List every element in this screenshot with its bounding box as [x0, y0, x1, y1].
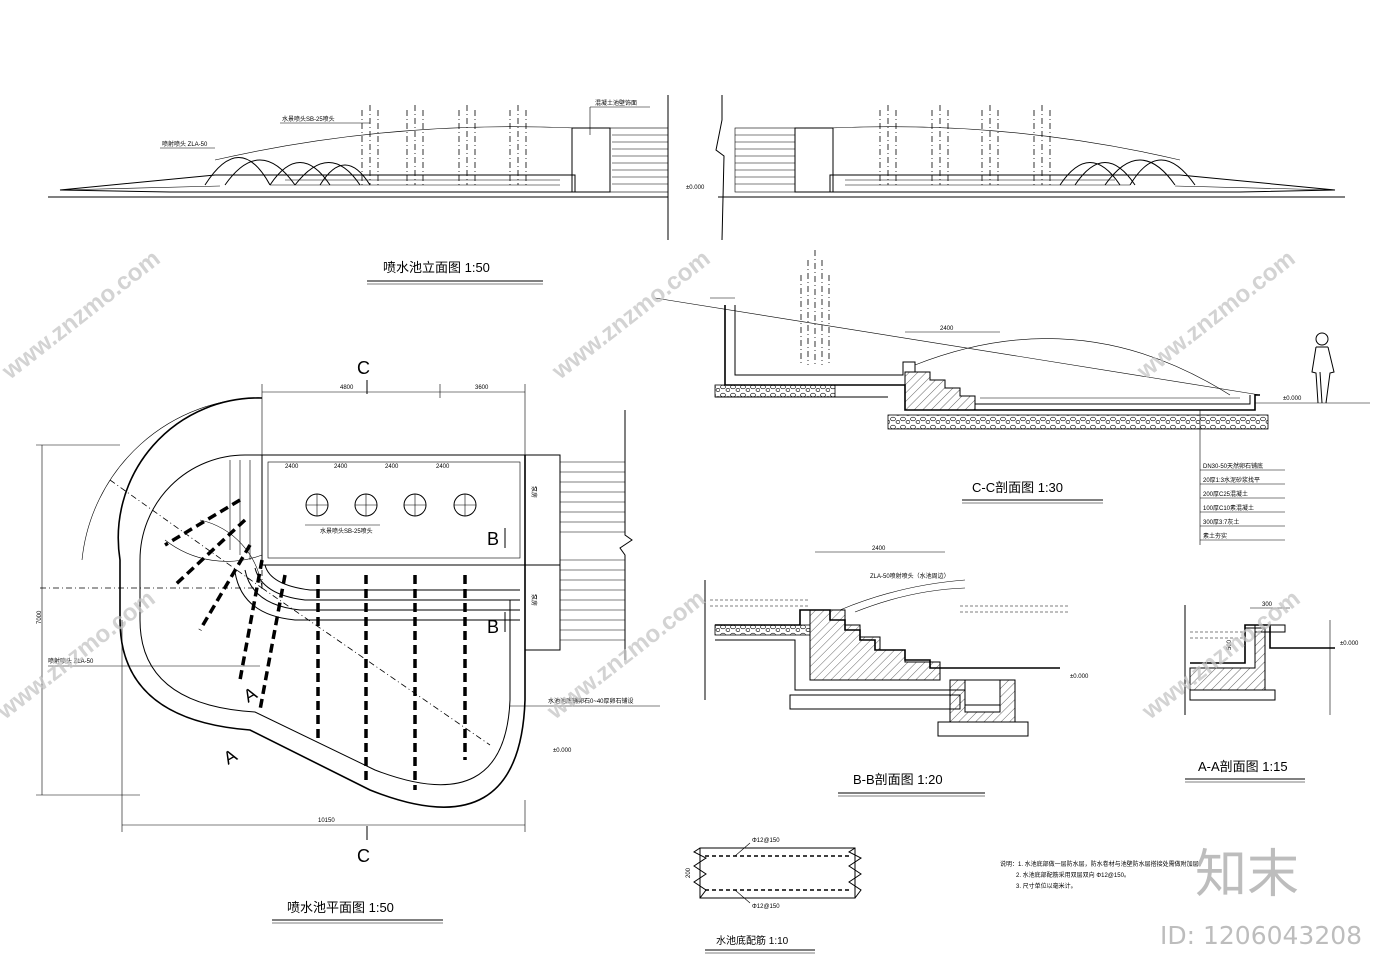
plan-title: 喷水池平面图 1:50 [287, 900, 394, 915]
elevation-wall-lines-right [735, 134, 795, 185]
watermarks: www.znzmo.com www.znzmo.com www.znzmo.co… [0, 245, 1305, 725]
plan-dim-top-right: 3600 [475, 385, 489, 391]
bb-level: ±0.000 [1070, 674, 1089, 680]
cc-layer-6: 素土夯实 [1203, 532, 1227, 540]
plan-dim-top-left: 4800 [340, 385, 354, 391]
elevation-view: 水景喷头SB-25喷头 喷射喷头 ZLA-50 混凝土池壁饰面 ±0.000 喷… [48, 95, 1345, 285]
elevation-vertical-jets-right [879, 105, 1051, 185]
elevation-level: ±0.000 [686, 185, 705, 191]
plan-section-a-top: A [240, 683, 260, 706]
plan-jet-lines [164, 498, 467, 790]
watermark-site-2: www.znzmo.com [546, 245, 715, 385]
plan-section-c-bottom: C [357, 846, 370, 866]
plan-stair-lines [560, 461, 625, 641]
plan-section-b-bottom: B [487, 617, 499, 637]
plan-room-label-2: 泵房 [530, 594, 538, 606]
plan-dim-small-4: 2400 [436, 464, 450, 470]
aa-dim-top: 300 [1262, 602, 1273, 608]
elevation-arc-jets-left [204, 157, 371, 186]
plan-section-c-top: C [357, 358, 370, 378]
plan-room-label-1: 泵房 [530, 486, 538, 498]
cc-layer-list: DN30-50天然卵石铺底 20厚1:3水泥砂浆找平 200厚C25混凝土 10… [1200, 462, 1285, 541]
elevation-wall-lines-left [612, 134, 668, 185]
plan-dim-left: 7000 [37, 610, 43, 624]
plan-dim-small-3: 2400 [385, 464, 399, 470]
elevation-title: 喷水池立面图 1:50 [383, 260, 490, 275]
plan-dim-small-1: 2400 [285, 464, 299, 470]
elevation-vertical-jets-left [361, 105, 527, 185]
bb-label: ZLA-50喷射喷头（水池周边） [870, 572, 950, 580]
plan-section-b-top: B [487, 529, 499, 549]
slab-rebar-bottom: Φ12@150 [752, 904, 780, 910]
plan-dim-bottom: 10150 [318, 818, 335, 824]
elevation-wall-label: 混凝土池壁饰面 [595, 99, 637, 107]
plan-nozzle-label: 水景喷头SB-25喷头 [320, 527, 373, 535]
section-bb-view: 2400 ZLA-50喷射喷头（水池周边） ±0.000 B-B剖面图 1:20 [704, 546, 1089, 797]
cc-layer-4: 100厚C10素混凝土 [1203, 504, 1254, 512]
elevation-arc-label: 喷射喷头 ZLA-50 [162, 140, 208, 148]
aa-title: A-A剖面图 1:15 [1198, 759, 1288, 774]
cc-title: C-C剖面图 1:30 [972, 480, 1063, 495]
cc-level: ±0.000 [1283, 396, 1302, 402]
plan-section-a-bottom: A [220, 745, 240, 768]
note-1: 说明：1. 水池底部做一层防水层，防水卷材与池壁防水层搭接处需做附加层。 [1000, 860, 1205, 868]
cc-dim: 2400 [940, 326, 954, 332]
watermark-site-6: www.znzmo.com [1136, 585, 1305, 725]
note-2: 2. 水池底部配筋采用双层双向 Φ12@150。 [1016, 871, 1130, 879]
elevation-arc-jets-right [1059, 159, 1196, 186]
plan-dim-small-2: 2400 [334, 464, 348, 470]
slab-title: 水池底配筋 1:10 [716, 934, 789, 947]
bb-title: B-B剖面图 1:20 [853, 772, 943, 787]
watermark-site-1: www.znzmo.com [0, 245, 165, 385]
cc-layer-1: DN30-50天然卵石铺底 [1203, 462, 1263, 470]
plan-level: ±0.000 [553, 748, 572, 754]
section-cc-view: DN30-50天然卵石铺底 20厚1:3水泥砂浆找平 200厚C25混凝土 10… [654, 250, 1370, 545]
cc-layer-5: 300厚3:7灰土 [1203, 518, 1239, 526]
watermark-site-4: www.znzmo.com [0, 585, 160, 725]
bb-dim: 2400 [872, 546, 886, 552]
note-3: 3. 尺寸单位以毫米计。 [1016, 882, 1077, 890]
slab-rebar-top: Φ12@150 [752, 838, 780, 844]
slab-detail-view: Φ12@150 Φ12@150 200 水池底配筋 1:10 [686, 838, 862, 954]
section-aa-view: 300 500 ±0.000 A-A剖面图 1:15 [1184, 602, 1359, 783]
plan-edge-label: 水池池底铺卵石0~40厚卵石铺设 [548, 697, 634, 705]
cc-layer-3: 200厚C25混凝土 [1203, 490, 1248, 498]
aa-dim-side: 500 [1227, 639, 1233, 650]
plan-view: C C B B A A 水景喷头SB-25喷头 喷射喷头 ZLA-50 水池池底… [36, 358, 660, 924]
watermark-site-3: www.znzmo.com [1131, 245, 1300, 385]
plan-arc-label: 喷射喷头 ZLA-50 [48, 657, 94, 665]
plan-nozzles [305, 493, 477, 517]
elevation-nozzle-label: 水景喷头SB-25喷头 [282, 115, 335, 123]
slab-thickness: 200 [686, 867, 692, 878]
cc-layer-2: 20厚1:3水泥砂浆找平 [1203, 476, 1260, 484]
watermark-logo: 知末 [1195, 845, 1299, 905]
watermark-id: ID: 1206043208 [1160, 921, 1362, 950]
aa-level: ±0.000 [1340, 641, 1359, 647]
plan-outline-inner [139, 454, 511, 786]
cc-vertical-jet [800, 250, 830, 365]
plan-outline-outer [117, 397, 526, 808]
notes-block: 说明：1. 水池底部做一层防水层，防水卷材与池壁防水层搭接处需做附加层。 2. … [1000, 860, 1205, 890]
scale-person [1311, 332, 1335, 404]
